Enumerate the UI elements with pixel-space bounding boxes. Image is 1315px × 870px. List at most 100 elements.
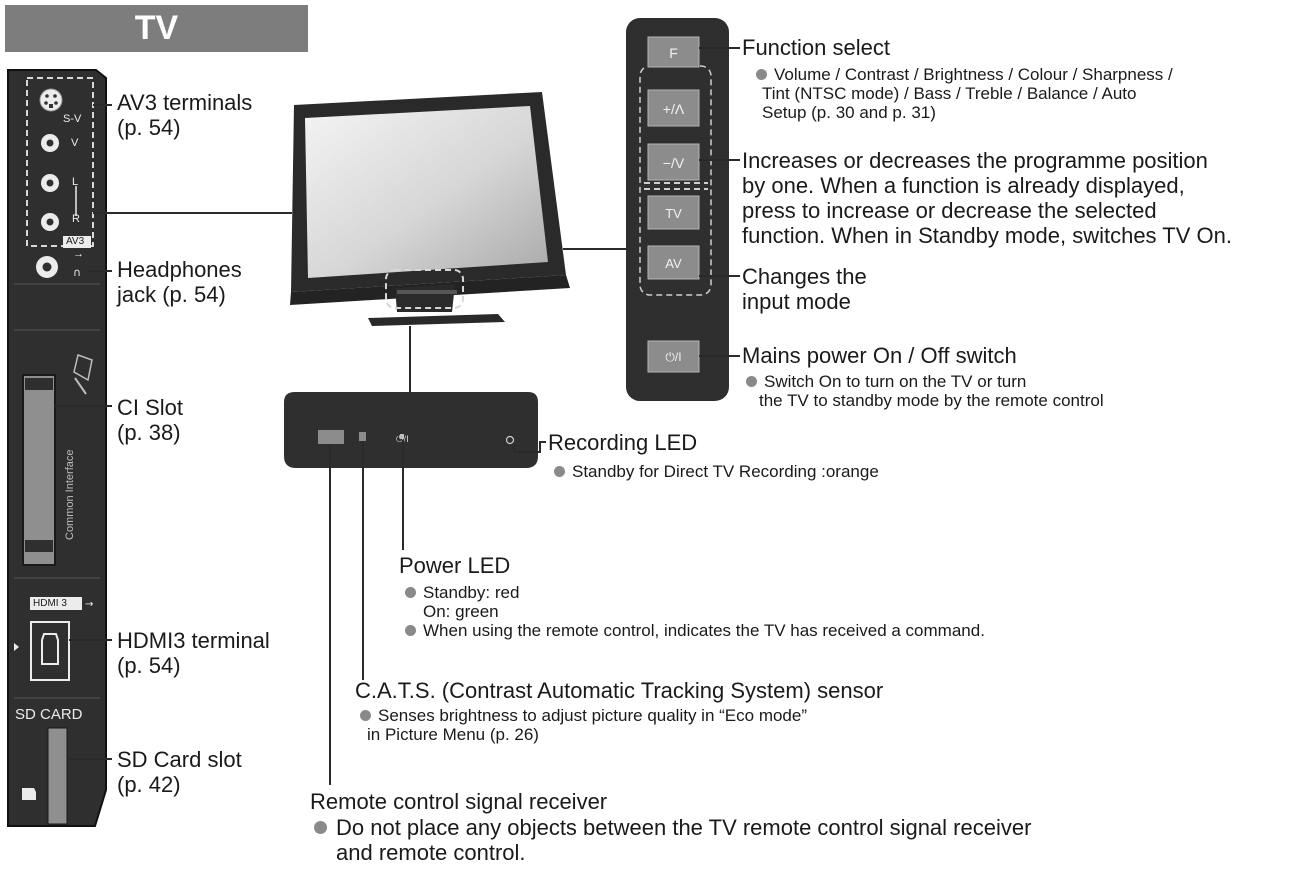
programme-description: Increases or decreases the programme pos… bbox=[742, 148, 1232, 248]
bullet-icon bbox=[756, 69, 767, 80]
recording-led-note: Standby for Direct TV Recording :orange bbox=[554, 462, 879, 481]
bullet-icon bbox=[360, 710, 371, 721]
hdmi-port: → bbox=[14, 597, 93, 681]
sd-slot-label: SD Card slot (p. 42) bbox=[117, 747, 242, 797]
video-tag: V bbox=[71, 137, 79, 149]
ci-slot-label-line-1: CI Slot bbox=[117, 395, 184, 420]
av3-label-line-2: (p. 54) bbox=[117, 115, 181, 140]
sd-slot-label-line-2: (p. 42) bbox=[117, 772, 181, 797]
side-panel bbox=[7, 69, 107, 827]
audio-right-jack bbox=[41, 213, 59, 231]
video-jack bbox=[41, 134, 59, 152]
svg-text:∩: ∩ bbox=[73, 266, 81, 279]
av3-tag-box bbox=[63, 236, 91, 248]
headphones-label-line-2: jack (p. 54) bbox=[117, 282, 226, 307]
programme-line-1: Increases or decreases the programme pos… bbox=[742, 148, 1208, 173]
cats-note-1-text: Senses brightness to adjust picture qual… bbox=[378, 706, 808, 725]
svideo-jack bbox=[39, 88, 63, 112]
bullet-icon bbox=[314, 821, 327, 834]
recording-led-note-text: Standby for Direct TV Recording :orange bbox=[572, 462, 879, 481]
cats-sensor-notes: Senses brightness to adjust picture qual… bbox=[360, 706, 807, 744]
programme-line-3: press to increase or decrease the select… bbox=[742, 198, 1157, 223]
headphones-label: Headphones jack (p. 54) bbox=[117, 257, 242, 307]
mains-power-title: Mains power On / Off switch bbox=[742, 343, 1017, 368]
ci-slot-label: CI Slot (p. 38) bbox=[117, 395, 183, 445]
bullet-icon bbox=[746, 376, 757, 387]
header-title: TV bbox=[134, 9, 179, 47]
hdmi3-label-line-2: (p. 54) bbox=[117, 653, 181, 678]
power-button-label: ⏻/I bbox=[665, 350, 682, 364]
cats-note-2: in Picture Menu (p. 26) bbox=[367, 725, 539, 744]
cats-sensor bbox=[359, 432, 366, 441]
function-select-note-line-2: Tint (NTSC mode) / Bass / Treble / Balan… bbox=[762, 84, 1137, 103]
audio-left-jack bbox=[41, 174, 59, 192]
power-led-notes: Standby: red On: green When using the re… bbox=[405, 583, 985, 640]
power-led-title: Power LED bbox=[399, 553, 511, 578]
remote-receiver-notes: Do not place any objects between the TV … bbox=[314, 815, 1031, 865]
svg-text:→: → bbox=[85, 599, 93, 610]
power-led bbox=[400, 434, 404, 439]
button-shapes bbox=[647, 36, 700, 373]
front-leader-lines bbox=[329, 440, 546, 785]
power-led-note-1: Standby: red bbox=[405, 583, 985, 602]
hdmi-tag: HDMI 3 bbox=[33, 598, 67, 609]
hdmi3-label: HDMI3 terminal (p. 54) bbox=[117, 628, 270, 678]
sd-slot bbox=[22, 727, 68, 825]
headphones-label-line-1: Headphones bbox=[117, 257, 242, 282]
right-tag: R bbox=[72, 213, 80, 225]
power-led-note-1-text: Standby: red bbox=[423, 583, 520, 602]
section-header: TV bbox=[5, 5, 308, 52]
power-led-note-2: On: green bbox=[423, 602, 499, 621]
programme-line-2: by one. When a function is already displ… bbox=[742, 173, 1185, 198]
recording-led bbox=[505, 435, 515, 445]
remote-receiver-note-1: Do not place any objects between the TV … bbox=[314, 815, 1031, 840]
cats-note-1: Senses brightness to adjust picture qual… bbox=[360, 706, 807, 725]
front-power-mark: ⏻/I bbox=[396, 434, 409, 445]
mains-power-note-line-1: Switch On to turn on the TV or turn bbox=[746, 372, 1104, 391]
left-tag: L bbox=[72, 176, 79, 188]
svg-text:→: → bbox=[73, 248, 84, 260]
av3-label-line-1: AV3 terminals bbox=[117, 90, 253, 115]
function-select-note-line-1: Volume / Contrast / Brightness / Colour … bbox=[756, 65, 1173, 84]
f-button-label: F bbox=[669, 45, 678, 61]
av-button-label: AV bbox=[665, 256, 682, 271]
programme-line-4: function. When in Standby mode, switches… bbox=[742, 223, 1232, 248]
headphones-jack: → ∩ bbox=[36, 248, 84, 279]
ci-printed-text: Common Interface bbox=[64, 449, 76, 540]
front-panel: ⏻/I bbox=[284, 392, 538, 468]
up-button-label: +/Λ bbox=[662, 101, 685, 117]
bullet-icon bbox=[405, 587, 416, 598]
hdmi3-label-line-1: HDMI3 terminal bbox=[117, 628, 270, 653]
svideo-tag: S-V bbox=[63, 113, 82, 125]
mains-power-note-line-2: the TV to standby mode by the remote con… bbox=[759, 391, 1104, 410]
remote-receiver-note-1-text: Do not place any objects between the TV … bbox=[336, 815, 1032, 840]
mains-power-note-line-1-text: Switch On to turn on the TV or turn bbox=[764, 372, 1027, 391]
function-select-note: Volume / Contrast / Brightness / Colour … bbox=[756, 65, 1173, 122]
ci-slot-label-line-2: (p. 38) bbox=[117, 420, 181, 445]
power-led-note-3-text: When using the remote control, indicates… bbox=[423, 621, 985, 640]
bullet-icon bbox=[554, 466, 565, 477]
mains-power-note: Switch On to turn on the TV or turn the … bbox=[746, 372, 1104, 410]
sd-slot-label-line-1: SD Card slot bbox=[117, 747, 242, 772]
remote-receiver-title: Remote control signal receiver bbox=[310, 789, 608, 814]
function-select-note-line-3: Setup (p. 30 and p. 31) bbox=[762, 103, 936, 122]
input-mode-line-2: input mode bbox=[742, 289, 851, 314]
input-mode-line-1: Changes the bbox=[742, 264, 867, 289]
function-select-title: Function select bbox=[742, 35, 890, 60]
tv-button-label: TV bbox=[665, 206, 682, 221]
power-led-note-3: When using the remote control, indicates… bbox=[405, 621, 985, 640]
cats-sensor-title: C.A.T.S. (Contrast Automatic Tracking Sy… bbox=[355, 678, 884, 703]
function-select-note-line-1-text: Volume / Contrast / Brightness / Colour … bbox=[774, 65, 1173, 84]
side-leader-lines bbox=[55, 104, 292, 760]
av3-tag: AV3 bbox=[66, 236, 85, 247]
sd-card-tag: SD CARD bbox=[15, 706, 83, 723]
tv-set bbox=[290, 92, 570, 326]
av3-label: AV3 terminals (p. 54) bbox=[117, 90, 252, 140]
remote-receiver-window bbox=[318, 430, 344, 444]
ci-slot bbox=[22, 354, 93, 566]
remote-receiver-note-2: and remote control. bbox=[336, 840, 526, 865]
recording-led-title: Recording LED bbox=[548, 430, 698, 455]
input-mode-description: Changes the input mode bbox=[742, 264, 867, 314]
